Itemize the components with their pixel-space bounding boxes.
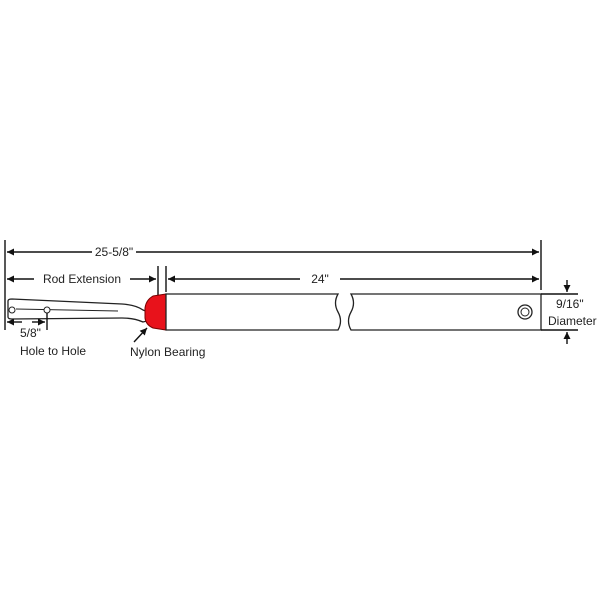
nylon-bearing-cap bbox=[144, 293, 167, 331]
overall-length-label: 25-5/8" bbox=[95, 245, 133, 259]
hole-spacing-label: 5/8" bbox=[20, 326, 41, 340]
arm-hole-2 bbox=[43, 306, 51, 314]
rod-extension-dimension: Rod Extension bbox=[6, 266, 159, 298]
nylon-bearing-leader bbox=[133, 327, 148, 343]
overall-length-dimension: 25-5/8" bbox=[4, 240, 542, 330]
tube-end-hole-inner bbox=[520, 307, 530, 317]
diameter-value-label: 9/16" bbox=[556, 297, 584, 311]
hole-to-hole-label: Hole to Hole bbox=[20, 344, 86, 358]
arm-fold-line bbox=[15, 308, 119, 312]
tube-right-section bbox=[347, 293, 542, 331]
hole-to-hole-dimension: 5/8" Hole to Hole bbox=[6, 313, 86, 358]
diameter-word-label: Diameter bbox=[548, 314, 597, 328]
diameter-dimension: 9/16" Diameter bbox=[541, 280, 597, 344]
tube-length-label: 24" bbox=[311, 272, 329, 286]
rod-extension-arm bbox=[7, 298, 152, 323]
arm-hole-1 bbox=[8, 306, 16, 314]
tube-left-section bbox=[165, 293, 342, 331]
tube-left-body bbox=[165, 293, 342, 331]
tube-right-body bbox=[347, 293, 542, 331]
rod-extension-label: Rod Extension bbox=[43, 272, 121, 286]
nylon-bearing: Nylon Bearing bbox=[130, 293, 205, 359]
tube-length-dimension: 24" bbox=[165, 266, 539, 292]
nylon-bearing-label: Nylon Bearing bbox=[130, 345, 205, 359]
